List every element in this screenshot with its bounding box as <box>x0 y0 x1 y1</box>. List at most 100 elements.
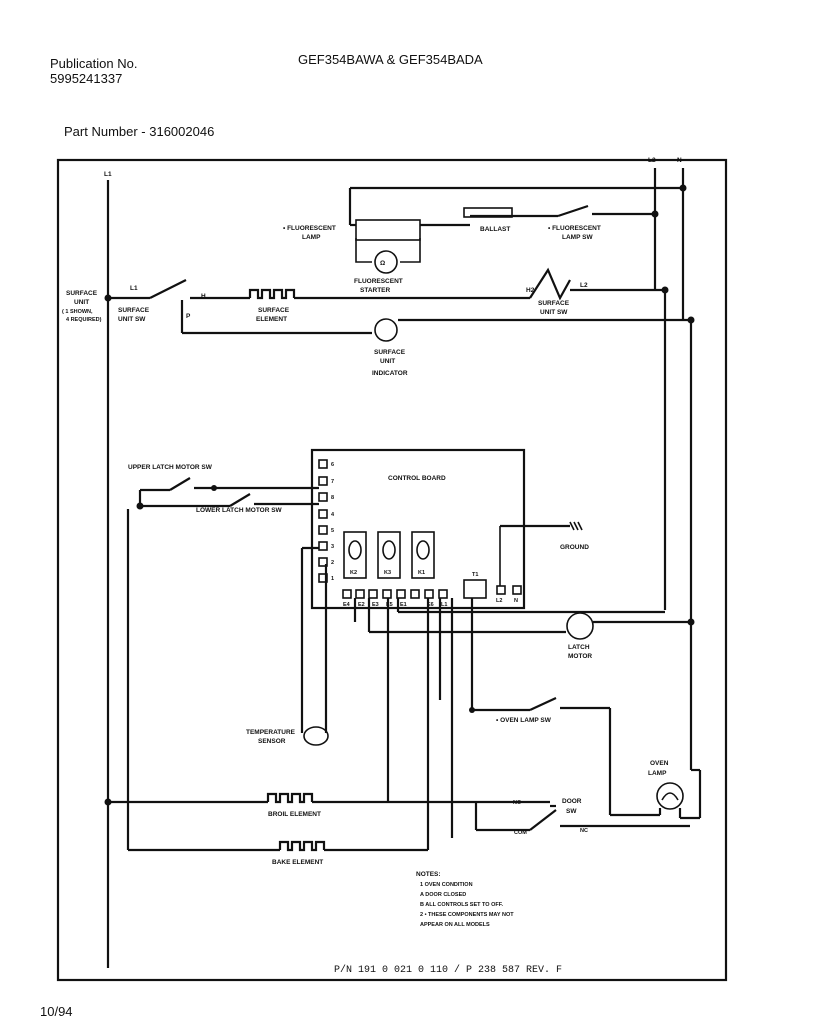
surface-element-label-2: ELEMENT <box>256 316 287 323</box>
fluorescent-starter-label-2: STARTER <box>360 287 391 294</box>
ground-label: GROUND <box>560 544 589 551</box>
bake-element-label: BAKE ELEMENT <box>272 859 323 866</box>
diagram-label: 1 OVEN CONDITION <box>420 882 473 888</box>
oven-lamp-switch <box>529 697 557 711</box>
surface-unit-label-2: UNIT <box>74 299 89 306</box>
part-number: Part Number - 316002046 <box>64 124 215 139</box>
fluorescent-lamp-sw-label-2: LAMP SW <box>562 234 593 241</box>
oven-lamp-icon <box>656 782 684 810</box>
wire-segment <box>400 238 421 263</box>
diagram-label: E3 <box>372 602 379 608</box>
relay-k3-label: K3 <box>384 570 391 576</box>
surface-unit-label-1: SURFACE <box>66 290 98 297</box>
surface-unit-indicator-label-1: SURFACE <box>374 349 406 356</box>
surface-unit-switch-right <box>529 267 571 301</box>
wire-segment <box>661 792 679 801</box>
diagram-border <box>56 158 728 982</box>
surface-unit-indicator-label-2: UNIT <box>380 358 395 365</box>
surface-unit-sw-right-label-2: UNIT SW <box>540 309 568 316</box>
relay-k2-label: K2 <box>350 570 357 576</box>
transformer-t1-label: T1 <box>472 572 478 578</box>
surface-unit-sw-label-1: SURFACE <box>118 307 150 314</box>
diagram-label: B ALL CONTROLS SET TO OFF. <box>420 902 503 908</box>
wire-segment <box>687 618 695 626</box>
diagram-label: Ω <box>380 260 385 267</box>
fluorescent-lamp-label-2: LAMP <box>302 234 321 241</box>
broil-element-icon <box>266 792 314 804</box>
broil-element-label: BROIL ELEMENT <box>268 811 321 818</box>
lower-latch-motor-sw-label: LOWER LATCH MOTOR SW <box>196 507 283 514</box>
wire-segment <box>416 540 430 560</box>
wire-segment <box>396 589 406 599</box>
lower-latch-motor-switch <box>229 493 251 507</box>
diagram-label: A DOOR CLOSED <box>420 892 466 898</box>
publication-label: Publication No. <box>50 56 138 71</box>
diagram-label: 1 <box>331 576 334 582</box>
diagram-label: L2 <box>496 598 502 604</box>
wire-segment <box>651 210 659 218</box>
diagram-part-number: P/N 191 0 021 0 110 / P 238 587 REV. F <box>334 964 562 976</box>
latch-motor-icon <box>566 612 594 640</box>
wire-segment <box>496 585 506 595</box>
relay-k2 <box>343 531 367 579</box>
temperature-sensor-label-2: SENSOR <box>258 738 286 745</box>
diagram-label: E5 <box>386 602 393 608</box>
bus-label-l2: L2 <box>648 157 656 164</box>
temperature-sensor-label-1: TEMPERATURE <box>246 729 296 736</box>
wire-segment <box>318 476 328 486</box>
upper-latch-motor-sw-label: UPPER LATCH MOTOR SW <box>128 464 213 471</box>
door-sw-label-2: SW <box>566 808 577 815</box>
wire-segment <box>211 485 217 491</box>
wire-segment <box>410 589 420 599</box>
diagram-label: 4 <box>331 512 335 518</box>
fluorescent-lamp-sw-label-1: • FLUORESCENT <box>548 225 601 232</box>
surface-element-label-1: SURFACE <box>258 307 290 314</box>
fluorescent-lamp-switch <box>557 204 589 218</box>
surface-unit-sw-term-l1: L1 <box>130 285 138 292</box>
wire-segment <box>438 589 448 599</box>
wire-segment <box>512 585 522 595</box>
wire-segment <box>382 589 392 599</box>
oven-lamp-sw-label: • OVEN LAMP SW <box>496 717 552 724</box>
ballast-label: BALLAST <box>480 226 510 233</box>
diagram-label: E1 <box>400 602 407 608</box>
control-board-label: CONTROL BOARD <box>388 475 446 482</box>
diagram-label: 8 <box>331 495 334 501</box>
surface-unit-sw-label-2: UNIT SW <box>118 316 146 323</box>
transformer-t1 <box>463 579 487 599</box>
diagram-label: APPEAR ON ALL MODELS <box>420 922 490 928</box>
notes: NOTES: 1 OVEN CONDITION A DOOR CLOSED B … <box>416 871 514 928</box>
surface-unit-sw-right-term-h2: H2 <box>526 287 535 294</box>
door-sw-term-no: NO <box>513 800 522 806</box>
diagram-label: 3 <box>331 544 334 550</box>
diagram-label: 7 <box>331 479 334 485</box>
diagram-label: L1 <box>441 602 447 608</box>
door-switch <box>529 809 557 831</box>
publication-number: 5995241337 <box>50 71 123 86</box>
ground-icon <box>569 521 583 531</box>
diagram-label: E6 <box>427 602 434 608</box>
door-sw-term-nc: NC <box>580 828 588 834</box>
surface-unit-indicator-label-3: INDICATOR <box>372 370 408 377</box>
wire-segment <box>318 509 328 519</box>
oven-lamp-label-2: LAMP <box>648 770 667 777</box>
wire-segment <box>318 541 328 551</box>
wire-segment <box>355 589 365 599</box>
surface-unit-label-4: 4 REQUIRED) <box>66 317 102 323</box>
wire-segment <box>348 540 362 560</box>
relay-k1 <box>411 531 435 579</box>
relay-k1-label: K1 <box>418 570 425 576</box>
wire-segment <box>342 589 352 599</box>
diagram-label: 2 • THESE COMPONENTS MAY NOT <box>420 912 514 918</box>
wire-segment <box>318 492 328 502</box>
fluorescent-lamp-tube <box>355 219 421 241</box>
fluorescent-lamp-label-1: • FLUORESCENT <box>283 225 336 232</box>
latch-motor-label-2: MOTOR <box>568 653 592 660</box>
bus-label-n: N <box>677 157 682 164</box>
wire-segment <box>318 557 328 567</box>
wire-segment <box>318 459 328 469</box>
diagram-label: N <box>514 598 518 604</box>
wire-segment <box>104 798 112 806</box>
wire-segment <box>679 184 687 192</box>
